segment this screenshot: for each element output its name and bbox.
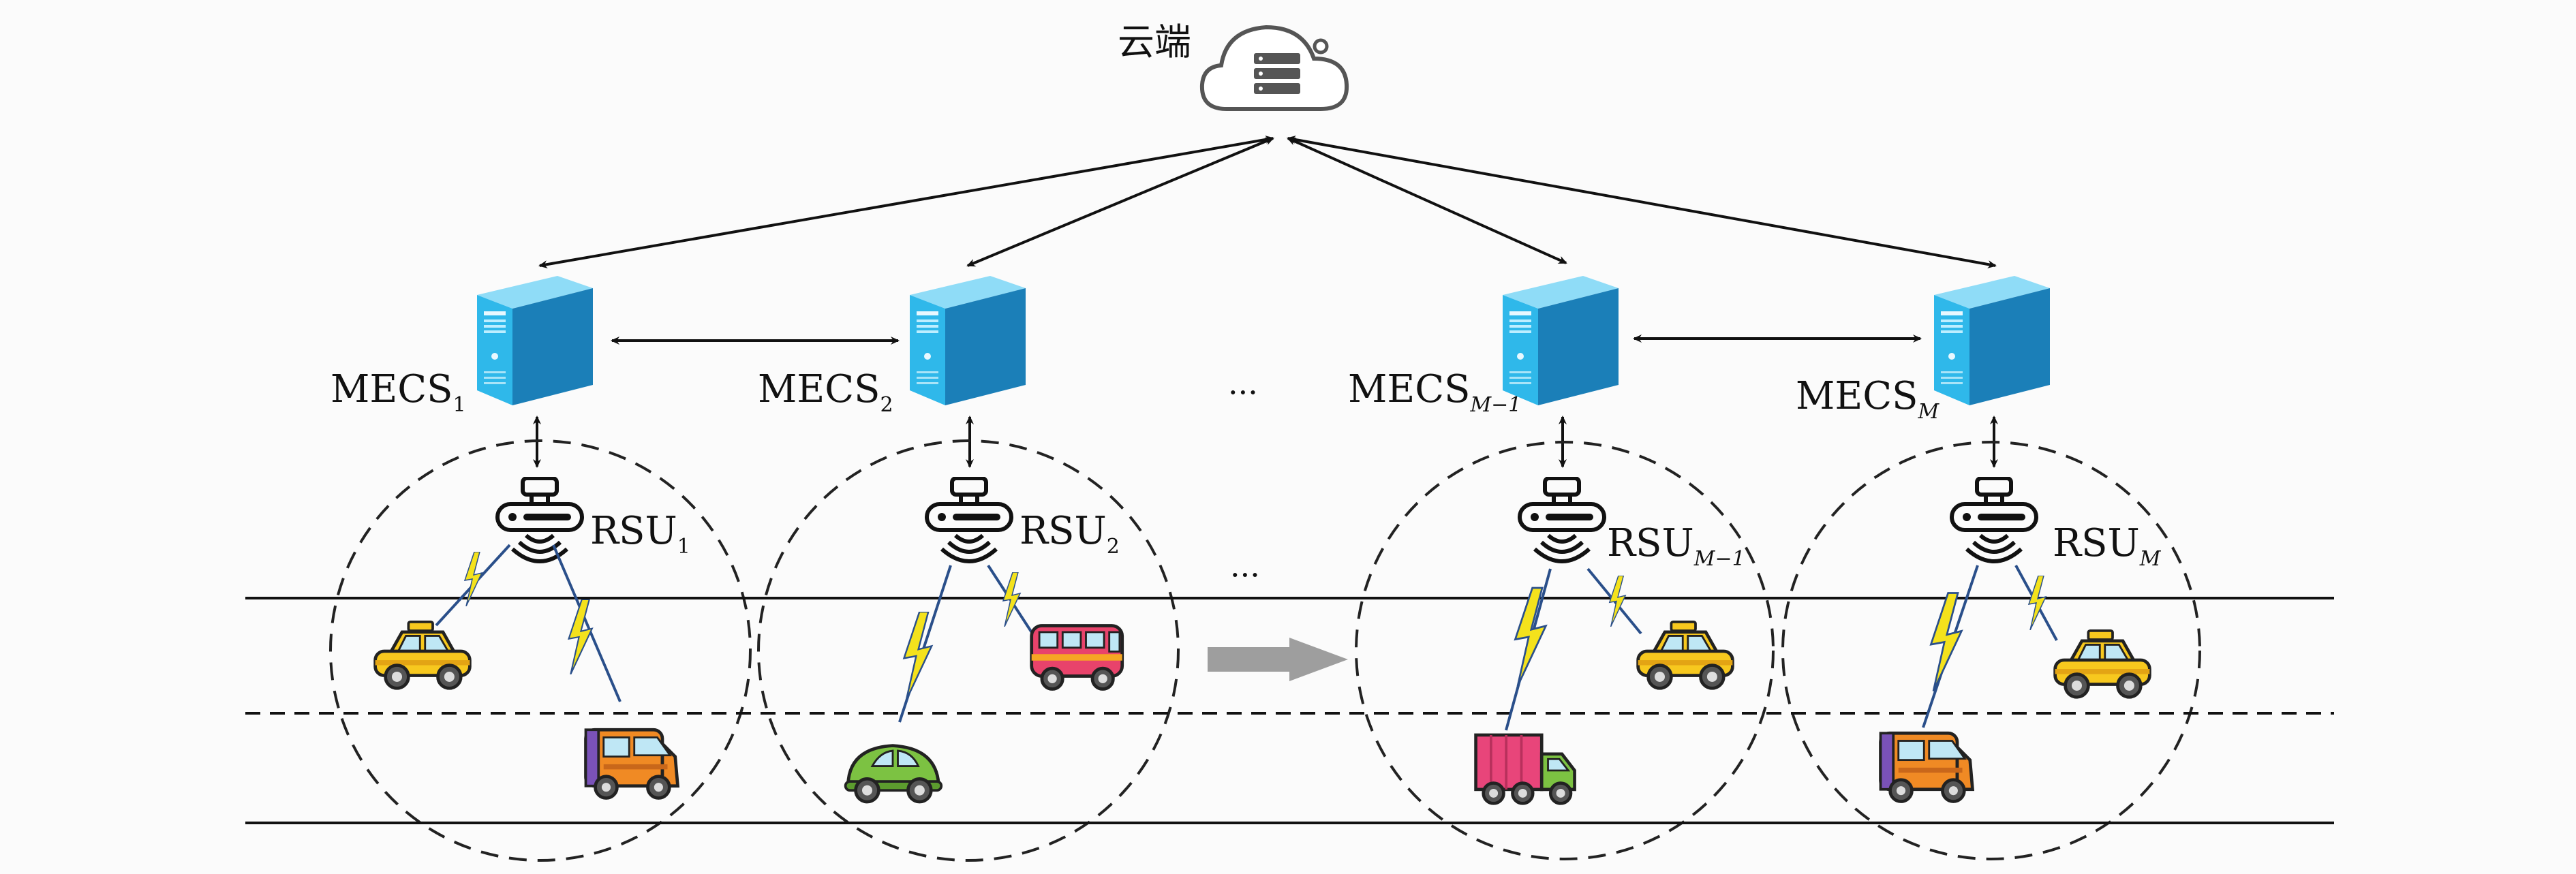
link-cloud-mecs-m-1	[1287, 137, 1567, 264]
wireless-link-icon	[2027, 576, 2047, 630]
server-tower-icon	[477, 276, 593, 405]
cloud-node: 云端	[1118, 20, 1349, 111]
van-icon	[1881, 733, 1973, 801]
cloud-links	[538, 135, 1997, 269]
taxi-icon	[375, 622, 470, 689]
taxi-icon	[2055, 631, 2150, 698]
coverage-area-2	[757, 439, 1180, 862]
rsu-node-m: RSUM	[1952, 478, 2162, 571]
coverage-area-m-1	[1355, 441, 1775, 860]
server-tower-icon	[1934, 276, 2050, 405]
mecs-label-m-1: MECSM−1	[1348, 367, 1521, 417]
van-icon	[586, 730, 678, 798]
rsu-label-2: RSU2	[1019, 509, 1120, 559]
server-rsu-links	[533, 416, 1998, 468]
rsu-label-m: RSUM	[2053, 521, 2162, 571]
server-tower-icon	[910, 276, 1026, 405]
road	[245, 597, 2334, 824]
coverage-area-m	[1781, 441, 2201, 860]
server-peer-links	[611, 334, 1922, 345]
roadside-antenna-icon	[927, 478, 1011, 561]
taxi-icon	[1638, 622, 1733, 689]
cloud-label: 云端	[1118, 20, 1191, 63]
link-cloud-mecs-2	[966, 137, 1274, 267]
wireless-link-icon	[902, 612, 933, 700]
rsu-node-1: RSU1	[497, 478, 690, 561]
wireless-links	[435, 544, 2058, 731]
rsu-node-2: RSU2	[927, 478, 1120, 561]
mecs-label-2: MECS2	[758, 367, 893, 417]
wireless-link-icon	[567, 599, 594, 674]
wireless-link-icon	[1929, 591, 1963, 693]
ellipsis-rsus: ···	[1230, 557, 1260, 593]
coverage-area-1	[329, 439, 752, 862]
rsu-node-m-1: RSUM−1	[1520, 478, 1745, 571]
ellipsis-servers: ···	[1228, 374, 1258, 411]
roadside-antenna-icon	[497, 478, 582, 561]
server-tower-icon	[1503, 276, 1619, 405]
mecs-node-1: MECS1	[331, 276, 593, 417]
mecs-node-2: MECS2	[758, 276, 1026, 417]
wireless-link-icon	[1608, 576, 1627, 627]
link-cloud-mecs-m	[1287, 136, 1997, 268]
mecs-label-1: MECS1	[331, 367, 466, 417]
rsu-label-1: RSU1	[590, 509, 690, 559]
mecs-node-m: MECSM	[1796, 276, 2050, 424]
compact-car-icon	[846, 746, 942, 802]
rsu-label-m-1: RSUM−1	[1607, 521, 1745, 571]
bus-icon	[1032, 625, 1122, 689]
mecs-label-m: MECSM	[1796, 374, 1939, 424]
roadside-antenna-icon	[1952, 478, 2036, 561]
roadside-antenna-icon	[1520, 478, 1604, 561]
wireless-link-icon	[1002, 572, 1022, 627]
coverage-areas	[329, 439, 2201, 862]
cargo-truck-icon	[1476, 735, 1575, 803]
cloud-server-icon	[1199, 25, 1349, 111]
wireless-line	[552, 544, 622, 702]
mecs-node-m-1: MECSM−1	[1348, 276, 1619, 417]
link-cloud-mecs-1	[538, 135, 1274, 269]
travel-direction-arrow-icon	[1208, 638, 1348, 681]
